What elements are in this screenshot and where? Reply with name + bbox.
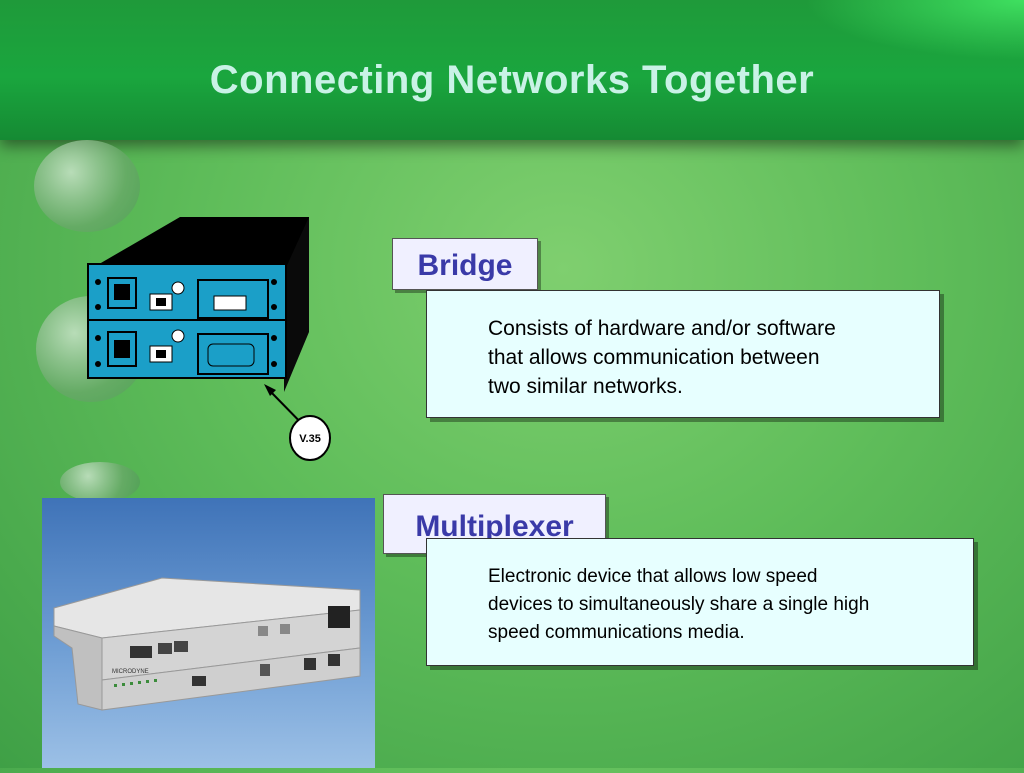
globe-decoration-3	[60, 462, 140, 502]
bridge-device-illustration: V.35	[87, 217, 331, 461]
title-banner: Connecting Networks Together	[0, 0, 1024, 140]
multiplexer-description-box: Electronic device that allows low speed …	[426, 538, 974, 666]
bridge-label: Bridge	[392, 238, 538, 290]
bridge-description: Consists of hardware and/or software tha…	[488, 314, 836, 401]
multiplexer-description: Electronic device that allows low speed …	[488, 563, 869, 647]
bridge-description-line: two similar networks.	[488, 375, 683, 398]
globe-decoration-1	[34, 140, 140, 232]
multiplexer-brand-label: MICRODYNE	[112, 669, 149, 675]
v35-callout-label: V.35	[299, 433, 321, 445]
multiplexer-label-text: Multiplexer	[415, 510, 574, 543]
slide-title: Connecting Networks Together	[209, 58, 815, 102]
multiplexer-device-illustration: MICRODYNE	[53, 577, 361, 711]
multiplexer-description-line: speed communications media.	[488, 622, 745, 643]
bridge-description-line: that allows communication between	[488, 346, 820, 369]
bridge-label-text: Bridge	[417, 249, 513, 282]
multiplexer-photo: MICRODYNE	[42, 498, 375, 768]
bridge-description-box: Consists of hardware and/or software tha…	[426, 290, 940, 418]
multiplexer-description-line: devices to simultaneously share a single…	[488, 594, 870, 615]
multiplexer-description-line: Electronic device that allows low speed	[488, 566, 818, 587]
bridge-description-line: Consists of hardware and/or software	[488, 317, 836, 340]
banner-glow	[804, 0, 1024, 60]
